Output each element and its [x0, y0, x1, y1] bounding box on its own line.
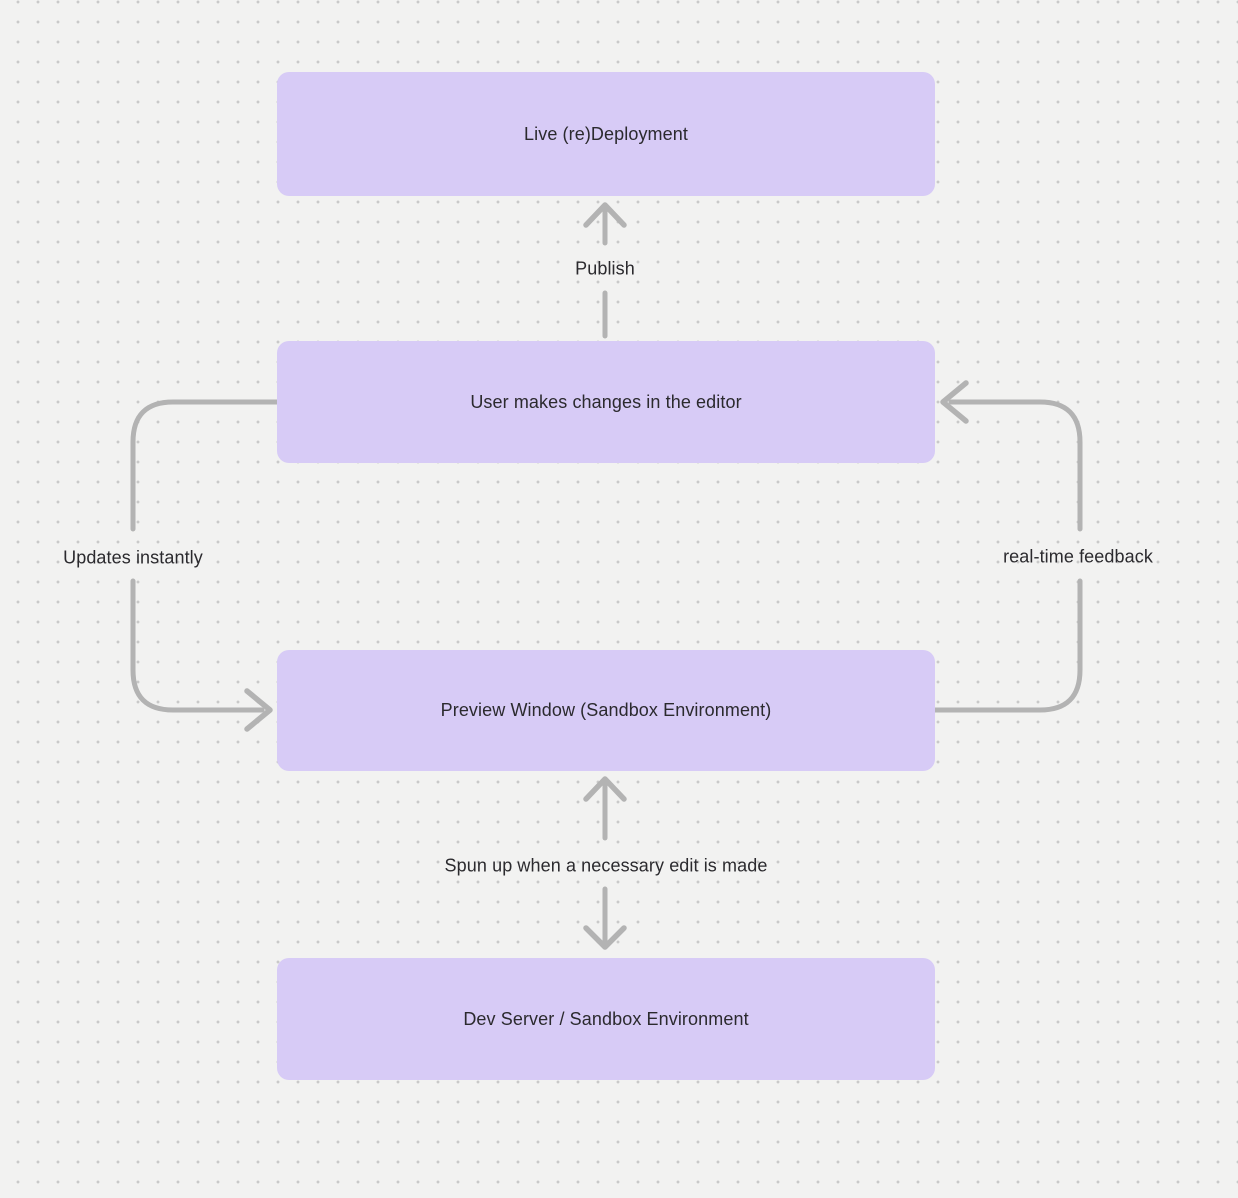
arrowhead-down-icon [583, 925, 627, 950]
arrowhead-right-icon [244, 688, 273, 732]
arrowhead-up-icon [583, 202, 627, 228]
node-live-deployment-label: Live (re)Deployment [524, 123, 688, 144]
node-live-deployment: Live (re)Deployment [277, 72, 935, 196]
node-preview-window: Preview Window (Sandbox Environment) [277, 650, 935, 771]
node-preview-window-label: Preview Window (Sandbox Environment) [440, 700, 772, 720]
node-dev-server-label: Dev Server / Sandbox Environment [463, 1008, 749, 1029]
edge-label-real-time-feedback: real-time feedback [1003, 546, 1153, 567]
edge-label-updates-instantly: Updates instantly [63, 547, 203, 568]
edge-label-publish: Publish [575, 258, 635, 279]
edge-label-spun-up: Spun up when a necessary edit is made [444, 855, 768, 876]
node-editor-label: User makes changes in the editor [470, 391, 742, 412]
node-editor: User makes changes in the editor [277, 341, 935, 463]
arrowhead-up-icon [583, 776, 627, 802]
arrowhead-left-icon [940, 380, 969, 424]
node-dev-server: Dev Server / Sandbox Environment [277, 958, 935, 1080]
